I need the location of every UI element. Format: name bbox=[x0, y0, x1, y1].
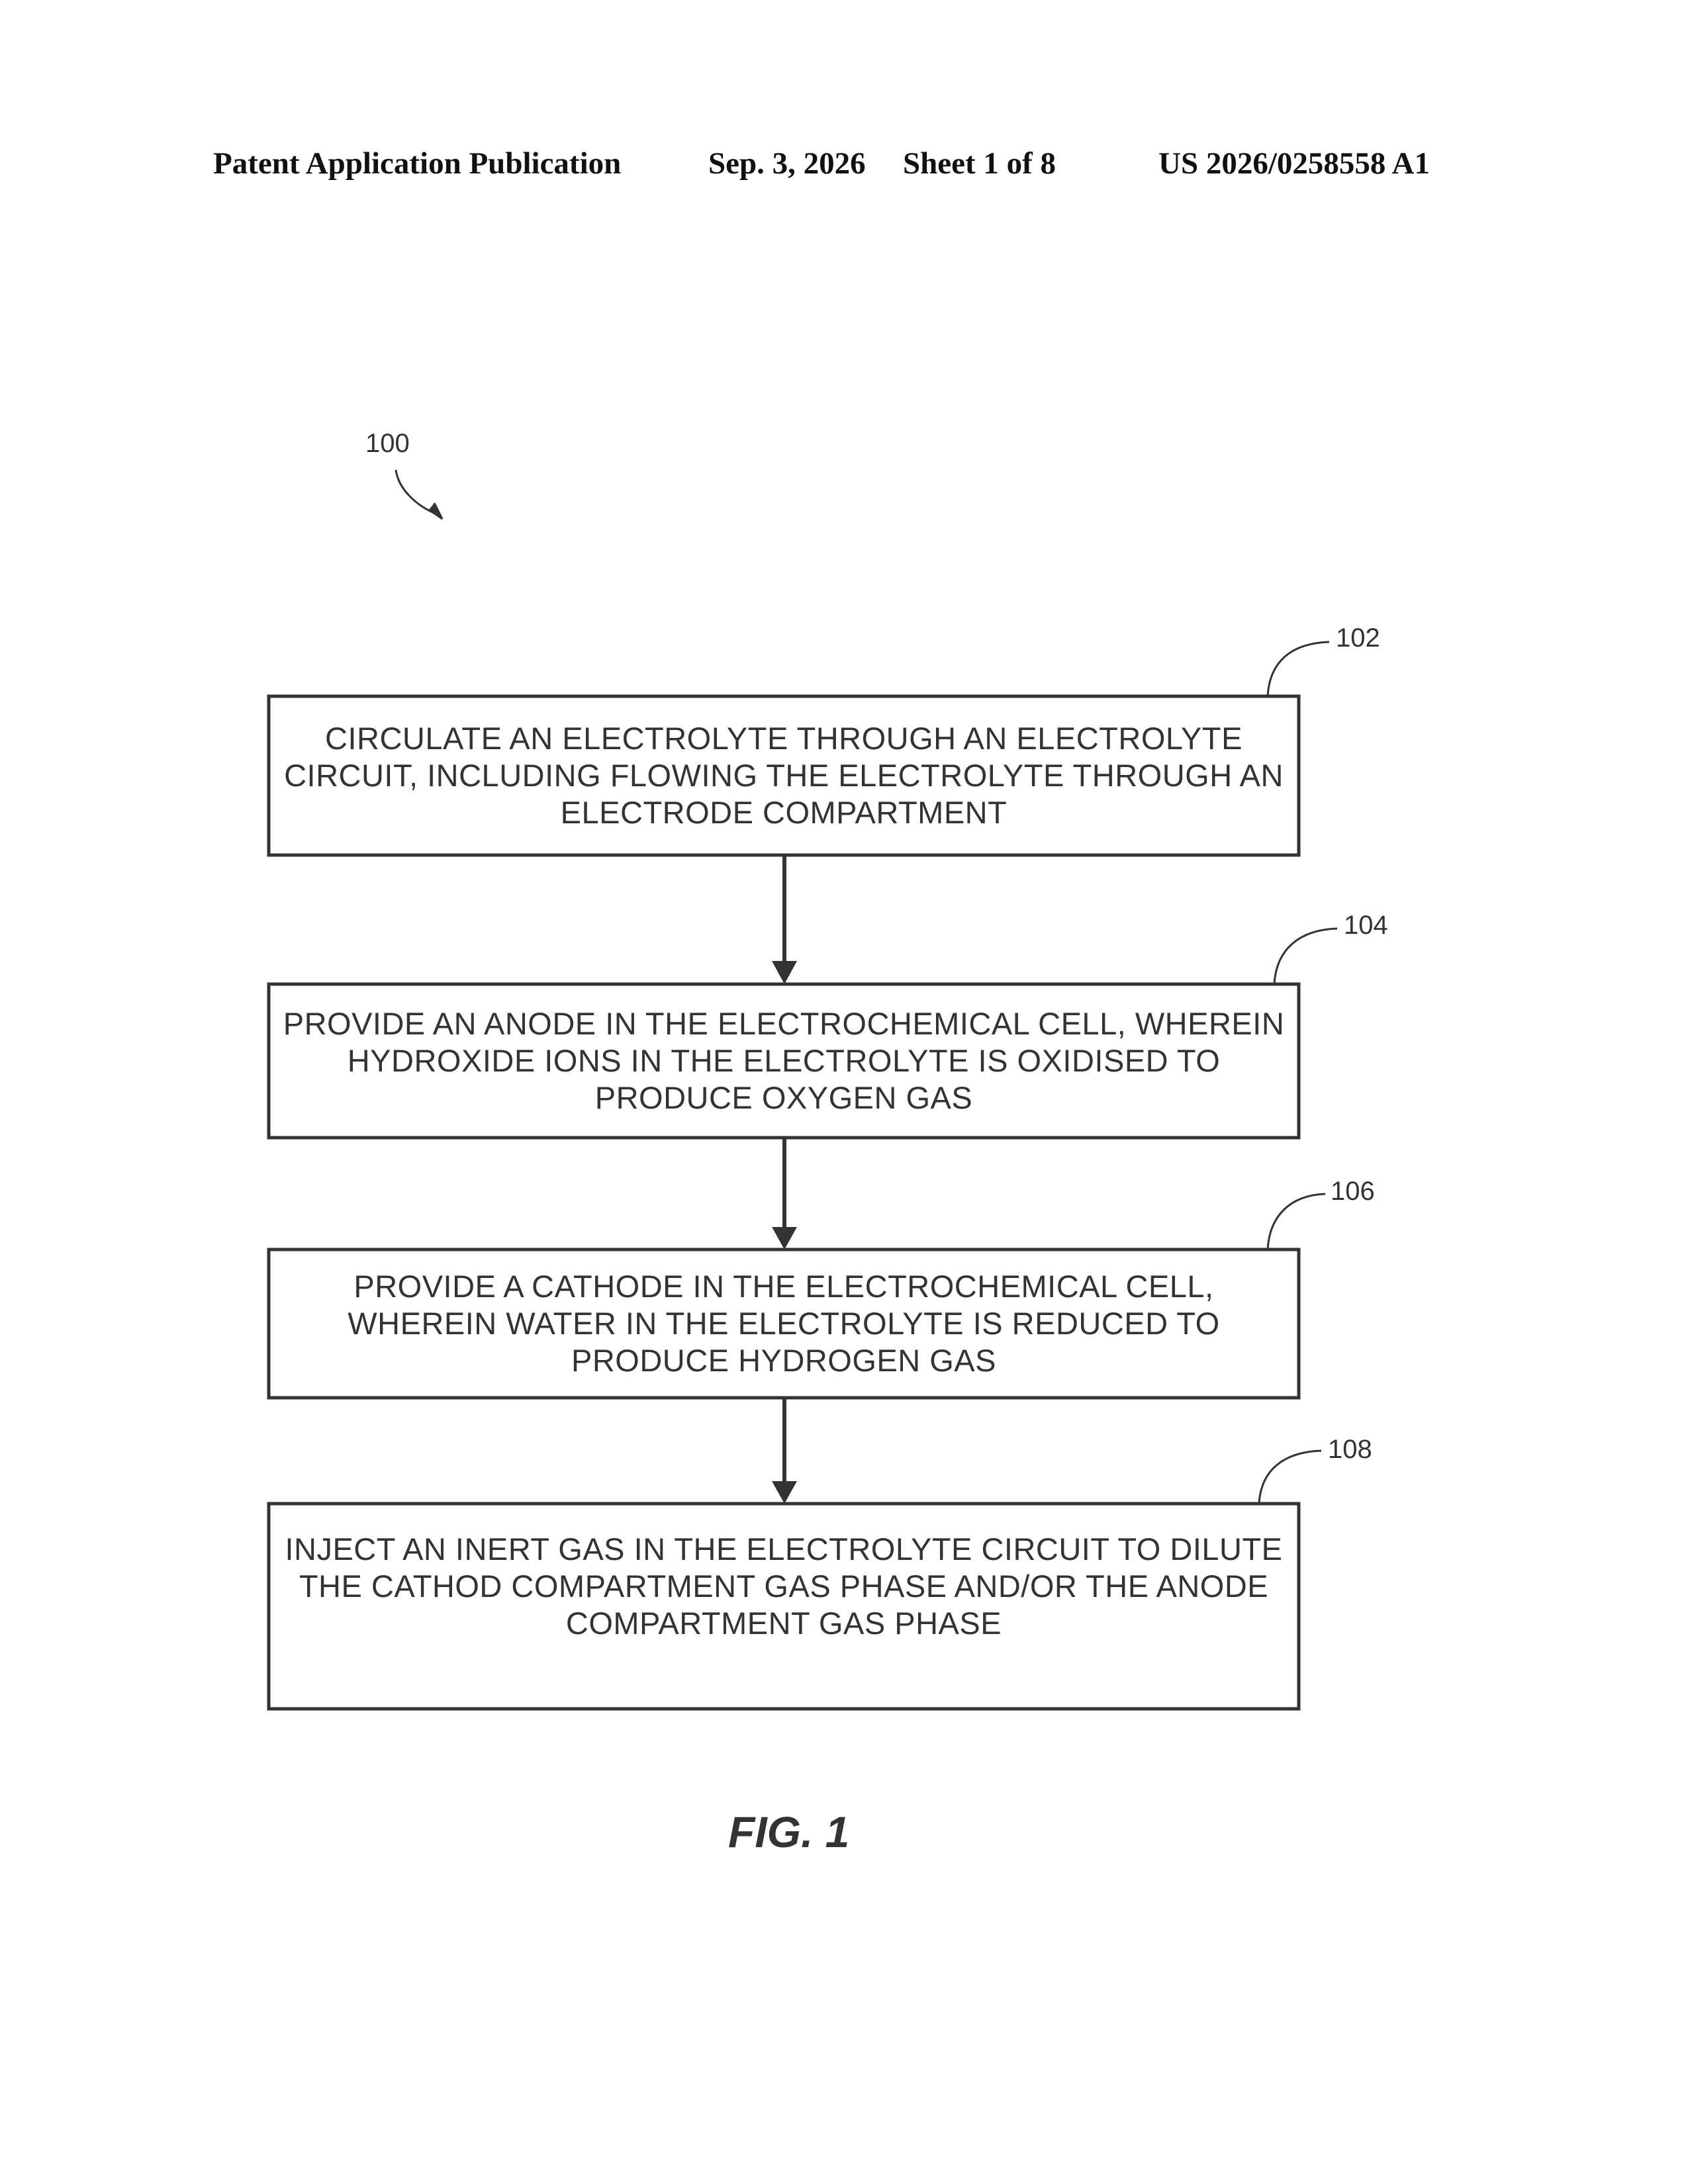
ref-102-leader bbox=[1268, 642, 1329, 696]
ref-104-leader bbox=[1274, 929, 1337, 984]
ref-100-arrowhead bbox=[429, 503, 442, 519]
step-102-reference: 102 bbox=[1336, 623, 1380, 653]
figure-label: FIG. 1 bbox=[728, 1807, 847, 1857]
arrowhead-106 bbox=[772, 1227, 797, 1250]
step-104-reference: 104 bbox=[1344, 911, 1388, 940]
step-102-text: CIRCULATE AN ELECTROLYTE THROUGH AN ELEC… bbox=[269, 696, 1299, 855]
ref-106-leader bbox=[1268, 1194, 1325, 1250]
step-104-text: PROVIDE AN ANODE IN THE ELECTROCHEMICAL … bbox=[269, 984, 1299, 1138]
step-106-text: PROVIDE A CATHODE IN THE ELECTROCHEMICAL… bbox=[269, 1250, 1299, 1398]
step-106-reference: 106 bbox=[1331, 1177, 1375, 1206]
arrowhead-108 bbox=[772, 1481, 797, 1504]
step-108-reference: 108 bbox=[1328, 1435, 1372, 1465]
figure-reference-100: 100 bbox=[365, 429, 410, 459]
step-108-text: INJECT AN INERT GAS IN THE ELECTROLYTE C… bbox=[269, 1504, 1299, 1709]
arrowhead-104 bbox=[772, 961, 797, 984]
ref-108-leader bbox=[1259, 1451, 1321, 1504]
